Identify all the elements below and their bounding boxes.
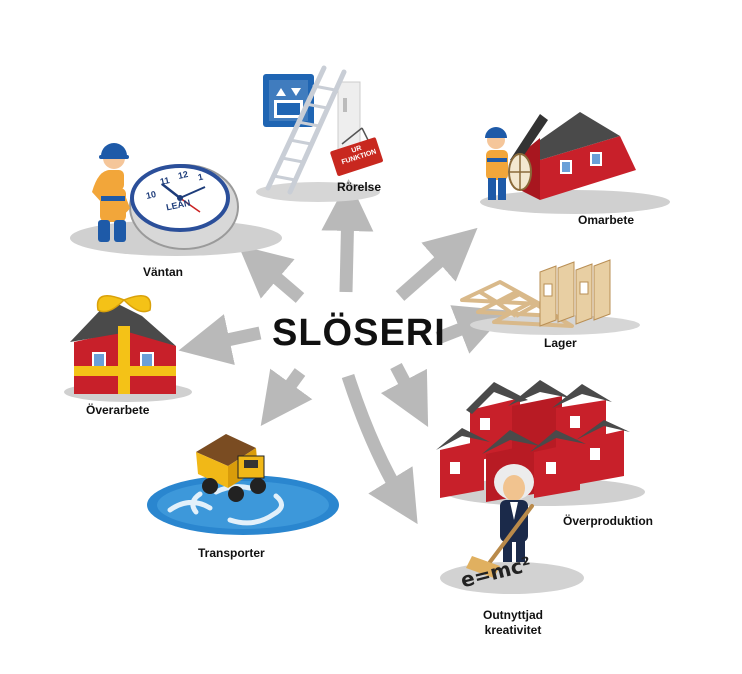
worker-icon (92, 143, 130, 242)
arrow-vantan (238, 245, 305, 303)
broom-icon (466, 504, 534, 578)
label-vantan: Väntan (143, 265, 184, 279)
arrow-omarbete (395, 227, 478, 301)
dump-truck-icon (196, 434, 266, 502)
label-transporter: Transporter (198, 546, 265, 560)
label-lager: Lager (544, 336, 577, 350)
gift-house-icon (70, 295, 176, 394)
lager-illustration (460, 259, 640, 335)
scientist-icon (494, 464, 534, 562)
rorelse-illustration (256, 65, 383, 202)
houses-group-icon (436, 380, 630, 502)
broken-sign-icon (330, 137, 383, 176)
label-outnyttjad-line1: Outnyttjad (483, 608, 543, 622)
worker-icon (485, 127, 532, 200)
arrow-overproduktion (380, 362, 429, 428)
transporter-illustration (147, 434, 339, 535)
label-outnyttjad-line2: kreativitet (484, 623, 542, 637)
label-overarbete: Överarbete (86, 403, 150, 417)
vantan-illustration (70, 143, 282, 256)
arrow-transporter (260, 368, 313, 427)
arrow-rorelse (321, 179, 374, 293)
arrows (178, 179, 509, 525)
outnyttjad-illustration (440, 464, 584, 594)
arrow-outnyttjad (341, 373, 418, 525)
arrow-overarbete (178, 314, 262, 365)
overarbete-illustration (64, 295, 192, 402)
label-overproduktion: Överproduktion (563, 514, 654, 528)
clock-number-11: 11 (159, 175, 171, 187)
overproduktion-illustration (436, 380, 645, 506)
center-title: SLÖSERI (272, 312, 446, 354)
clock-number-10: 10 (145, 189, 157, 201)
label-outnyttjad: Outnyttjad kreativitet (483, 608, 543, 638)
ladder-icon (265, 65, 347, 195)
label-omarbete: Omarbete (578, 213, 635, 227)
omarbete-illustration (480, 112, 670, 214)
wall-panels-icon (539, 259, 611, 327)
red-house-icon (510, 112, 636, 200)
label-rorelse: Rörelse (337, 180, 382, 194)
clock-number-12: 12 (177, 169, 189, 181)
